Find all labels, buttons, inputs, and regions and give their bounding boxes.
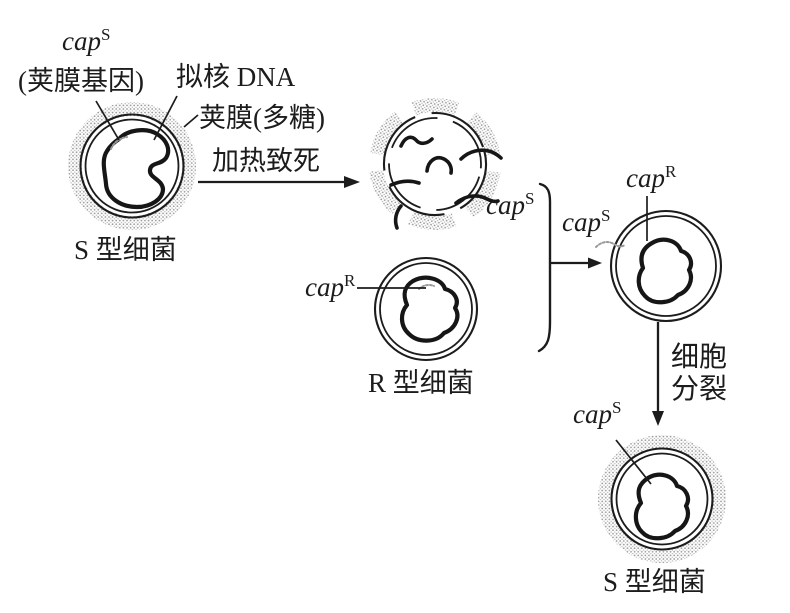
allele-superscript: R: [665, 162, 677, 181]
dna-fragment-1: [399, 135, 434, 148]
s-type-cell-result: [598, 435, 726, 563]
allele-superscript: R: [344, 271, 356, 290]
dna-fragment-3: [389, 179, 421, 187]
gene-name: cap: [305, 272, 344, 302]
heat-kill-arrow: 加热致死: [198, 146, 360, 188]
dna-fragment-6: [393, 204, 403, 230]
allele-superscript: S: [101, 25, 110, 44]
capsule-gene-paren-label: (荚膜基因): [18, 66, 144, 96]
r-type-caption: R 型细菌: [368, 368, 474, 398]
leader-line-cap-s-result: [615, 439, 652, 485]
r-type-cell: [373, 256, 479, 362]
cell-membrane: [615, 215, 717, 317]
nucleoid-dna-blob: [101, 128, 171, 210]
cap-s-gene-segment: [110, 136, 128, 150]
capsule-ring: [598, 435, 726, 563]
nucleoid-dna-blob: [399, 275, 460, 343]
cell-membrane: [379, 262, 473, 356]
grouping-bracket: [537, 182, 552, 353]
allele-superscript: S: [601, 206, 610, 225]
cell-wall-outer: [373, 256, 479, 362]
transformed-cell: [595, 209, 723, 323]
gene-name: cap: [62, 26, 101, 56]
division-arrow: 细胞 分裂: [652, 322, 727, 426]
dna-fragment-4: [459, 148, 503, 161]
cap-s-result-label: capS: [573, 398, 621, 429]
capsule-polysaccharide-label: 荚膜(多糖): [199, 103, 325, 133]
gene-name: cap: [486, 190, 525, 220]
broken-capsule-ring: [369, 98, 501, 230]
allele-superscript: S: [612, 398, 621, 417]
cell-wall-outer: [610, 447, 714, 551]
cap-r-transformed-label: capR: [626, 162, 677, 193]
dna-fragment-5-cap-s: [454, 194, 500, 205]
cell-division-label-line2: 分裂: [671, 373, 727, 405]
gene-name: cap: [573, 399, 612, 429]
heat-kill-label: 加热致死: [212, 146, 320, 176]
allele-superscript: S: [525, 189, 534, 208]
cap-s-gene-label: capS: [62, 25, 110, 56]
arrow-head: [652, 411, 664, 426]
s-type-original-caption: S 型细菌: [74, 235, 177, 265]
s-type-cell-original: [68, 102, 196, 230]
cell-division-label-line1: 细胞: [671, 341, 727, 373]
arrow-head: [344, 176, 360, 188]
leader-line-capsule: [183, 114, 199, 128]
heat-killed-s-cell: [369, 98, 503, 230]
leader-line-nucleoid: [153, 95, 178, 141]
cap-r-gene-label: capR: [305, 271, 356, 302]
cell-wall-outer: [609, 209, 723, 323]
cell-wall-outer: [79, 113, 185, 219]
cell-membrane: [615, 452, 709, 546]
dna-fragment-2: [425, 155, 454, 175]
nucleoid-dna-blob: [636, 237, 694, 305]
cap-s-uptake-label: capS: [562, 206, 610, 237]
s-type-result-caption: S 型细菌: [603, 567, 706, 597]
transform-arrow: [551, 257, 602, 269]
nucleoid-dna-blob: [633, 472, 691, 541]
leader-line-cap-s-gene: [95, 100, 120, 141]
cap-s-dna-uptake-fragment: [595, 241, 626, 248]
gene-name: cap: [626, 163, 665, 193]
cell-membrane: [84, 118, 180, 214]
capsule-ring: [68, 102, 196, 230]
arrow-head: [588, 257, 602, 269]
cap-s-fragment-label: capS: [486, 189, 534, 220]
broken-cell-membrane: [388, 117, 482, 211]
gene-name: cap: [562, 207, 601, 237]
nucleoid-dna-label: 拟核 DNA: [176, 62, 296, 92]
